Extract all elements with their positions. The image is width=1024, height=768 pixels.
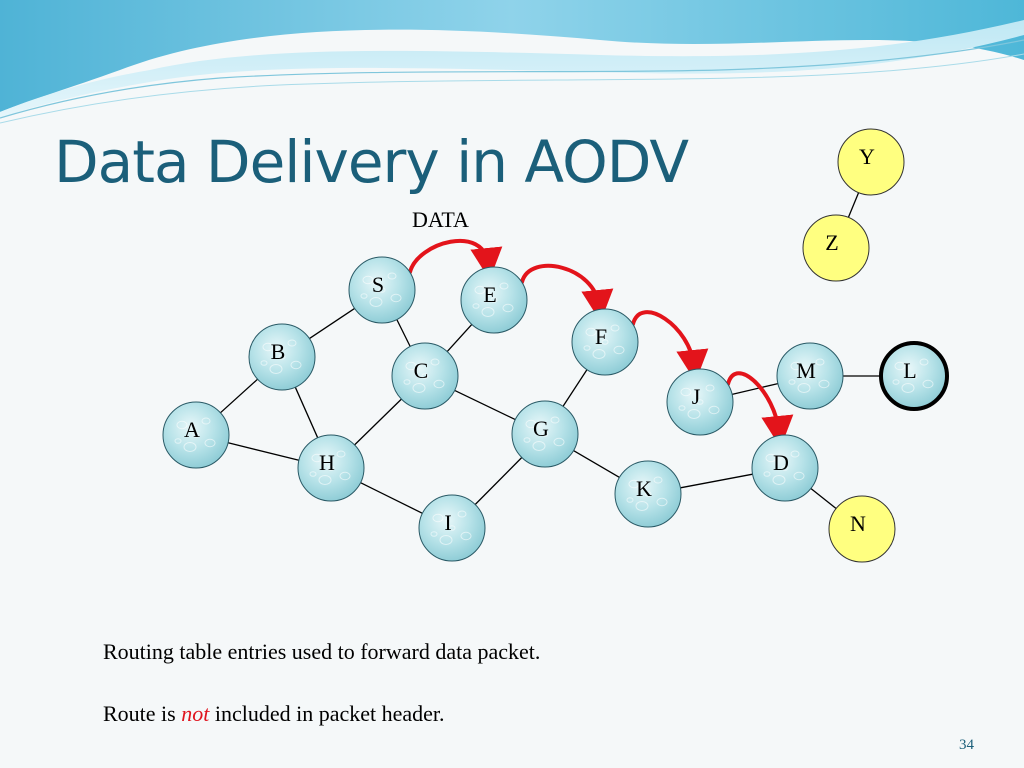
node-texture-h (309, 450, 351, 485)
node-texture-g (523, 416, 565, 451)
node-y: Y (837, 128, 905, 196)
edge-h-i (360, 482, 423, 514)
node-k: K (614, 460, 682, 528)
data-arrow-f-to-j (631, 310, 709, 382)
node-label-j: J (692, 384, 701, 409)
node-l: L (879, 341, 949, 411)
node-e: E (460, 266, 528, 334)
node-circle-j (666, 368, 734, 436)
caption-route-not-in-header: Route is not included in packet header. (103, 701, 445, 727)
node-texture-b (260, 339, 302, 374)
caption-routing-table: Routing table entries used to forward da… (103, 639, 541, 664)
nodes-layer: S E F B C M L J A G H D K I N Y Z (162, 128, 949, 563)
data-arrow-e-to-f (520, 264, 614, 322)
edge-g-k (573, 450, 620, 478)
node-n: N (828, 495, 896, 563)
edge-a-h (227, 442, 300, 461)
node-h: H (297, 434, 365, 502)
edge-s-b (309, 307, 355, 340)
node-circle-d (751, 434, 819, 502)
node-circle-g (511, 400, 579, 468)
node-circle-a (162, 401, 230, 469)
node-label-n: N (850, 511, 866, 536)
node-f: F (571, 308, 639, 376)
node-circle-n (828, 495, 896, 563)
node-texture-j (678, 384, 720, 419)
node-label-l: L (903, 358, 916, 383)
node-label-a: A (184, 417, 200, 442)
edge-b-h (294, 386, 319, 439)
slide-title: Data Delivery in AODV (54, 128, 689, 196)
node-texture-s (360, 272, 402, 307)
node-texture-e (472, 282, 514, 317)
node-b: B (248, 323, 316, 391)
node-a: A (162, 401, 230, 469)
header-wave-decoration (0, 0, 1024, 124)
edge-d-n (810, 487, 837, 510)
node-texture-i (430, 510, 472, 545)
node-texture-d (763, 450, 805, 485)
node-label-d: D (773, 450, 789, 475)
node-label-i: I (444, 510, 451, 535)
node-m: M (776, 342, 844, 410)
edge-b-a (219, 378, 259, 414)
edge-j-m (731, 382, 779, 396)
node-texture-l (892, 358, 934, 393)
node-circle-h (297, 434, 365, 502)
edge-s-c (396, 319, 411, 347)
node-label-c: C (414, 358, 429, 383)
node-label-s: S (372, 272, 384, 297)
node-circle-s (348, 256, 416, 324)
node-texture-c (403, 358, 445, 393)
node-circle-b (248, 323, 316, 391)
edge-c-g (454, 389, 516, 421)
caption-text-before: Route is (103, 701, 182, 726)
node-label-k: K (636, 476, 652, 501)
node-texture-a (174, 417, 216, 452)
node-j: J (666, 368, 734, 436)
node-texture-m (788, 358, 830, 393)
node-circle-k (614, 460, 682, 528)
page-number: 34 (959, 737, 974, 753)
edge-k-d (680, 473, 753, 489)
edge-e-c (446, 323, 473, 353)
data-path-arrows (408, 238, 794, 448)
edge-c-h (354, 398, 402, 446)
node-circle-y (837, 128, 905, 196)
node-d: D (751, 434, 819, 502)
node-label-e: E (483, 282, 496, 307)
node-texture-f (583, 324, 625, 359)
node-texture-k (626, 476, 668, 511)
node-s: S (348, 256, 416, 324)
node-label-f: F (595, 324, 607, 349)
edge-g-f (562, 369, 588, 407)
caption-emphasis-not: not (181, 701, 210, 726)
node-label-z: Z (825, 230, 838, 255)
node-circle-z (802, 214, 870, 282)
data-packet-label: DATA (412, 207, 469, 232)
data-arrow-s-to-e (408, 238, 503, 280)
node-label-g: G (533, 416, 549, 441)
node-circle-l (879, 341, 949, 411)
node-label-m: M (796, 358, 816, 383)
node-circle-i (418, 494, 486, 562)
node-g: G (511, 400, 579, 468)
node-circle-m (776, 342, 844, 410)
node-label-h: H (319, 450, 335, 475)
node-z: Z (802, 214, 870, 282)
node-circle-e (460, 266, 528, 334)
node-i: I (418, 494, 486, 562)
edges-layer (219, 192, 881, 514)
edge-y-z (847, 192, 860, 218)
edge-i-g (474, 457, 523, 505)
node-circle-f (571, 308, 639, 376)
node-c: C (391, 342, 459, 410)
node-circle-c (391, 342, 459, 410)
data-arrow-j-to-d (726, 371, 794, 448)
node-label-y: Y (859, 144, 875, 169)
caption-text-after: included in packet header. (209, 701, 445, 726)
node-label-b: B (271, 339, 286, 364)
